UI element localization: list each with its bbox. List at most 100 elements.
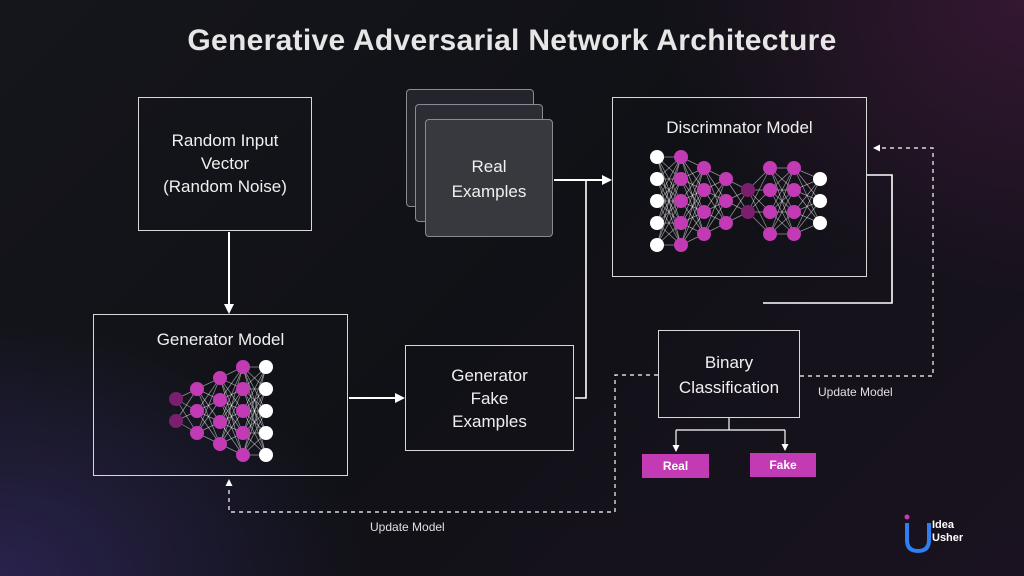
line-fake-to-discriminator [575, 180, 587, 399]
discriminator-edge [769, 167, 795, 235]
page-title: Generative Adversarial Network Architect… [187, 24, 837, 57]
logo-line: Idea [932, 519, 955, 531]
generator-edge [242, 366, 267, 434]
fake-examples-line: Fake [470, 389, 509, 408]
discriminator-node [650, 150, 664, 164]
generator-node [259, 426, 273, 440]
discriminator-node [697, 183, 711, 197]
discriminator-node [650, 172, 664, 186]
fake-examples-label: Generator Fake Examples [405, 364, 574, 433]
discriminator-node [674, 238, 688, 252]
generator-label: Generator Model [156, 330, 285, 349]
discriminator-edge [747, 167, 771, 213]
discriminator-node [741, 205, 755, 219]
discriminator-node [787, 205, 801, 219]
real-examples-line: Examples [451, 182, 527, 201]
generator-node [236, 360, 250, 374]
update-model-label-right: Update Model [818, 385, 893, 399]
generator-network-nodes [169, 360, 273, 462]
discriminator-node [763, 205, 777, 219]
logo-text: Idea Usher [932, 519, 963, 545]
generator-node [236, 404, 250, 418]
generator-edge [219, 388, 244, 445]
ideausher-logo-icon [904, 514, 931, 554]
discriminator-node [813, 172, 827, 186]
discriminator-node [697, 227, 711, 241]
discriminator-node [763, 161, 777, 175]
discriminator-edge [680, 189, 705, 246]
random-input-label: Random Input Vector (Random Noise) [138, 129, 312, 198]
discriminator-node [697, 161, 711, 175]
random-input-line: Random Input [171, 131, 279, 150]
discriminator-node [650, 194, 664, 208]
discriminator-node [763, 183, 777, 197]
real-output-tag: Real [642, 454, 709, 478]
discriminator-node [719, 172, 733, 186]
binary-classification-box [658, 330, 800, 418]
logo-line: Usher [932, 532, 964, 544]
generator-node [259, 448, 273, 462]
discriminator-edge [793, 178, 821, 235]
generator-edge [242, 410, 267, 456]
generator-node [190, 426, 204, 440]
generator-node [190, 404, 204, 418]
generator-node [213, 437, 227, 451]
discriminator-node [697, 205, 711, 219]
discriminator-node [719, 194, 733, 208]
discriminator-edge [680, 167, 705, 246]
random-input-line: Vector [200, 154, 250, 173]
discriminator-node [813, 194, 827, 208]
dashed-update-discriminator [800, 144, 934, 377]
discriminator-node [813, 216, 827, 230]
generator-node [169, 414, 183, 428]
discriminator-node [674, 150, 688, 164]
binary-line: Binary [704, 353, 754, 372]
generator-node [236, 382, 250, 396]
generator-node [259, 404, 273, 418]
discriminator-edge [769, 189, 795, 235]
discriminator-node [741, 183, 755, 197]
discriminator-node [719, 216, 733, 230]
generator-edge [242, 388, 267, 456]
generator-node [236, 448, 250, 462]
discriminator-network-nodes [650, 150, 827, 252]
generator-node [213, 371, 227, 385]
discriminator-node [787, 161, 801, 175]
fake-examples-line: Examples [452, 412, 527, 431]
generator-edge [242, 366, 267, 456]
discriminator-node [650, 238, 664, 252]
real-examples-label: Real Examples [425, 154, 553, 204]
discriminator-edge [656, 178, 682, 246]
update-model-label-bottom: Update Model [370, 520, 445, 534]
discriminator-edge [769, 167, 795, 213]
discriminator-edge [656, 200, 682, 246]
discriminator-edge [656, 156, 682, 202]
generator-node [213, 393, 227, 407]
generator-edge [242, 366, 267, 412]
generator-edge [219, 366, 244, 423]
real-examples-card-front [425, 119, 553, 237]
discriminator-edge [656, 156, 682, 246]
discriminator-edge [703, 178, 727, 235]
discriminator-node [674, 194, 688, 208]
discriminator-node [763, 227, 777, 241]
fake-examples-line: Generator [451, 366, 528, 385]
generator-node [190, 382, 204, 396]
discriminator-node [674, 172, 688, 186]
discriminator-node [787, 227, 801, 241]
random-input-line: (Random Noise) [163, 177, 287, 196]
generator-node [213, 415, 227, 429]
generator-node [169, 392, 183, 406]
generator-box [93, 314, 348, 476]
discriminator-edge [656, 156, 682, 224]
real-examples-line: Real [471, 157, 507, 176]
discriminator-node [674, 216, 688, 230]
discriminator-node [650, 216, 664, 230]
generator-node [236, 426, 250, 440]
dashed-update-generator [225, 374, 658, 513]
generator-edge [196, 377, 221, 434]
discriminator-edge [793, 178, 821, 213]
line-discriminator-output [763, 174, 893, 304]
discriminator-box [612, 97, 867, 277]
random-input-box [138, 97, 312, 231]
